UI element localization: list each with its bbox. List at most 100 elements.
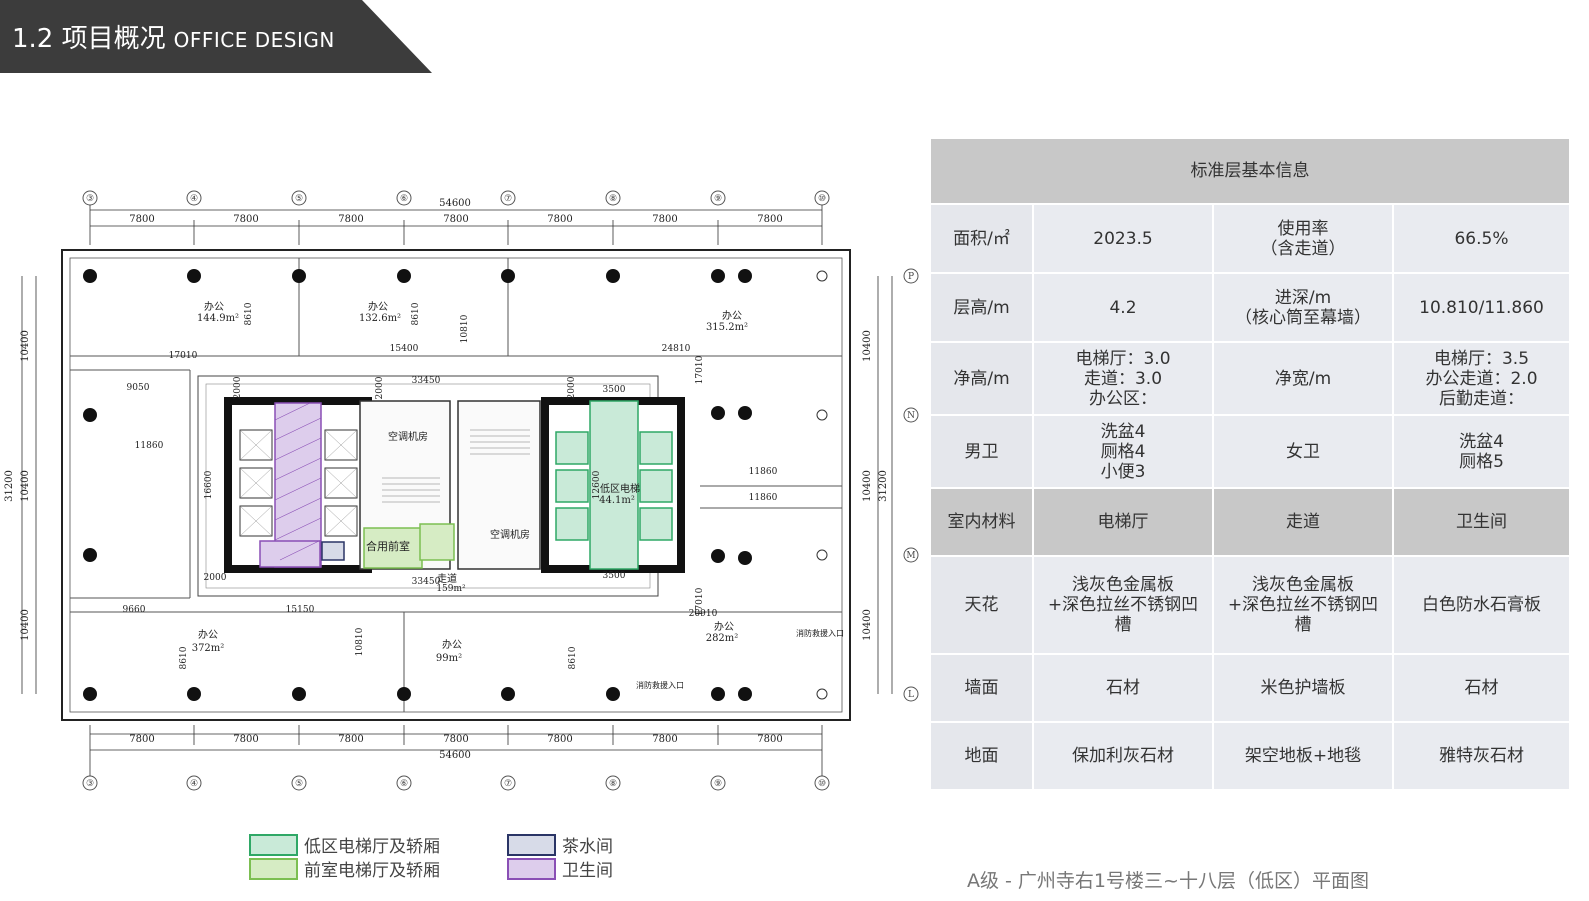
legend-swatch	[507, 834, 556, 856]
axis-label: ⑩	[818, 194, 826, 204]
cell-line: 电梯厅：3.0	[1075, 348, 1171, 369]
dim-text: 17010	[695, 587, 705, 616]
side-dim: 10400	[862, 609, 873, 641]
dim-text: 2000	[567, 376, 577, 399]
axis-label: ⑤	[295, 194, 303, 204]
cell-line: 石材	[1106, 678, 1140, 698]
cell-line: 进深/m	[1274, 287, 1332, 308]
axis-label: ⑥	[400, 779, 408, 789]
structural-columns	[83, 269, 752, 701]
dim-text: 10810	[460, 314, 470, 343]
toilet-zone	[274, 402, 322, 568]
dim-text: 11860	[749, 467, 778, 477]
dim-seg: 7800	[547, 214, 572, 225]
dim-text: 3500	[603, 571, 626, 581]
dim-total: 54600	[439, 750, 471, 761]
title-text: 1.2 项目概况	[12, 24, 166, 54]
side-dim: 10400	[20, 609, 31, 641]
axis-label: ④	[190, 194, 198, 204]
cell-line: 办公走道：2.0	[1425, 368, 1538, 389]
dim-seg: 7800	[547, 734, 572, 745]
section-col: 走道	[1212, 487, 1394, 557]
axis-label: L	[908, 690, 914, 700]
dim-text: 2000	[204, 573, 227, 583]
side-dim: 10400	[20, 470, 31, 502]
floor-plan: ③ ④ ⑤ ⑥ ⑦ ⑧ ⑨ ⑩ ③ ④ ⑤ ⑥ ⑦ ⑧ ⑨ ⑩ P N M L	[4, 190, 919, 791]
cell-line: 小便3	[1100, 461, 1146, 482]
dim-seg: 7800	[652, 214, 677, 225]
table-title: 标准层基本信息	[929, 137, 1571, 205]
cell-value: 架空地板+地毯	[1212, 721, 1394, 791]
elevator-hall-area: 44.1m²	[599, 495, 635, 506]
table-row: 地面 保加利灰石材 架空地板+地毯 雅特灰石材	[929, 721, 1571, 791]
cell-line: （含走道）	[1260, 238, 1346, 259]
axis-label: ⑨	[714, 779, 722, 789]
axis-label: ⑧	[609, 779, 617, 789]
dim-total: 54600	[439, 198, 471, 209]
legend-swatch	[249, 858, 298, 880]
materials-header-row: 室内材料 电梯厅 走道 卫生间	[929, 487, 1571, 557]
dim-text: 33450	[412, 376, 441, 386]
grid-axes-bottom	[82, 775, 830, 791]
building-outline	[61, 249, 851, 721]
dim-seg: 7800	[338, 734, 363, 745]
side-dim: 10400	[20, 330, 31, 362]
cell-line: 走道：3.0	[1083, 368, 1163, 389]
cell-line: 米色护墙板	[1260, 678, 1346, 698]
legend-label: 低区电梯厅及轿厢	[304, 837, 440, 857]
side-total: 31200	[878, 470, 889, 502]
row-label: 净高/m	[929, 341, 1034, 416]
dim-text: 20910	[689, 609, 718, 619]
cell-value: 石材	[1032, 653, 1214, 723]
dim-text: 11860	[749, 493, 778, 503]
dim-seg: 7800	[338, 214, 363, 225]
dim-text: 10810	[355, 627, 365, 656]
legend-label: 卫生间	[562, 861, 613, 881]
legend-label: 茶水间	[562, 837, 613, 857]
cell-value: 4.2	[1032, 272, 1214, 343]
office-label: 办公	[722, 309, 742, 322]
cell-label: 净宽/m	[1212, 341, 1394, 416]
office-area: 99m²	[436, 653, 462, 664]
low-elevator-hall	[589, 400, 639, 570]
section-label: 室内材料	[929, 487, 1034, 557]
dim-text: 2000	[375, 376, 385, 399]
dim-seg: 7800	[757, 734, 782, 745]
axis-label: N	[907, 411, 915, 421]
row-label: 面积/㎡	[929, 203, 1034, 274]
cell-line: 洗盆4	[1459, 431, 1504, 452]
cell-line: （核心筒至幕墙）	[1235, 307, 1371, 328]
cell-value: 石材	[1392, 653, 1571, 723]
partition-lines	[70, 258, 842, 712]
dim-text: 15150	[286, 605, 315, 615]
cell-line: +深色拉丝不锈钢凹	[1227, 595, 1379, 615]
cell-line: 女卫	[1286, 441, 1320, 462]
dim-text: 17010	[695, 355, 705, 384]
cell-value: 66.5%	[1392, 203, 1571, 274]
cell-line: 电梯厅：3.5	[1433, 348, 1530, 369]
dim-seg: 7800	[129, 734, 154, 745]
axis-label: ④	[190, 779, 198, 789]
cell-line: 雅特灰石材	[1439, 746, 1524, 766]
dim-text: 8610	[411, 302, 421, 325]
axis-label: ⑦	[504, 779, 512, 789]
cell-label: 使用率（含走道）	[1212, 203, 1394, 274]
dim-text: 8610	[568, 646, 578, 669]
dim-text: 16600	[204, 470, 214, 499]
axis-label: ⑨	[714, 194, 722, 204]
table-row: 层高/m 4.2 进深/m（核心筒至幕墙） 10.810/11.860	[929, 272, 1571, 343]
office-label: 办公	[714, 620, 734, 633]
row-label: 墙面	[929, 653, 1034, 723]
ac-room-label: 空调机房	[490, 528, 530, 541]
floor-info-table: 标准层基本信息 面积/㎡ 2023.5 使用率（含走道） 66.5% 层高/m …	[929, 137, 1571, 791]
dim-seg: 7800	[757, 214, 782, 225]
legend-swatch	[249, 834, 298, 856]
cell-line: 4.2	[1109, 297, 1137, 318]
front-room-label: 合用前室	[366, 539, 410, 553]
axis-label: ③	[86, 779, 94, 789]
dim-text: 8610	[179, 646, 189, 669]
corridor-label: 走道	[437, 572, 457, 585]
